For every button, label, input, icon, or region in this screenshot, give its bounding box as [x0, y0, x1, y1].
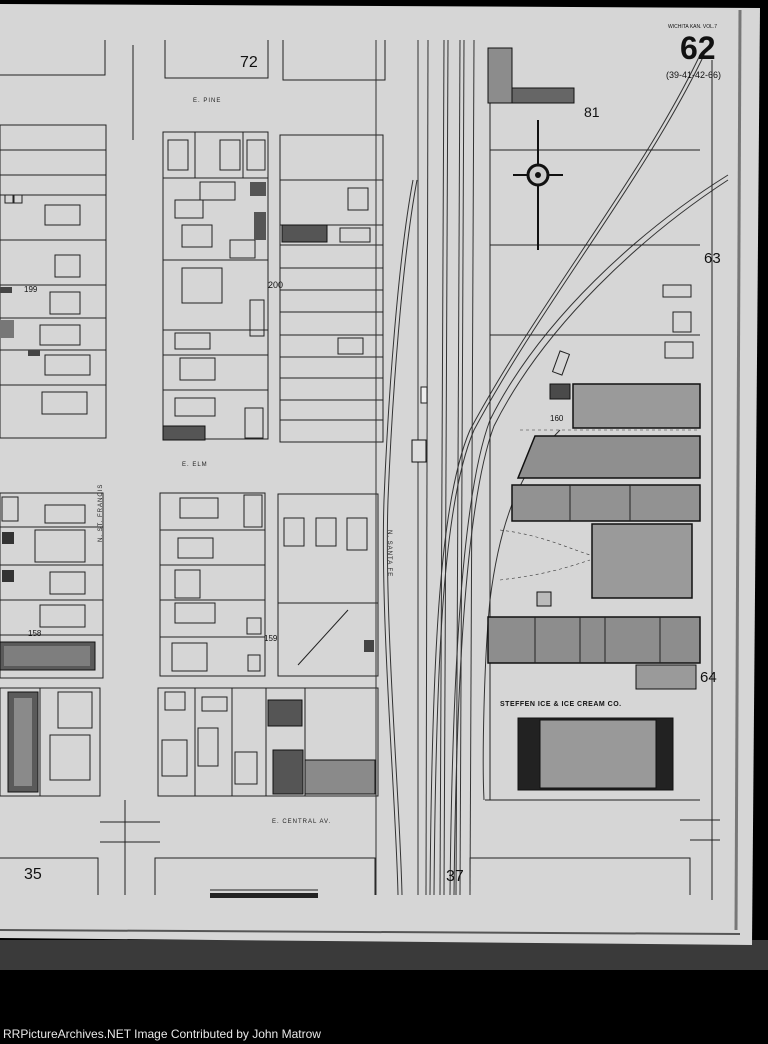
block-number-37: 37 [446, 868, 464, 885]
street-n-santa-fe: N. SANTA FE [386, 530, 392, 578]
street-e-pine: E. PINE [193, 98, 222, 104]
address-200: 200 [268, 280, 284, 290]
block-center-lower [157, 687, 379, 797]
business-label: STEFFEN ICE & ICE CREAM CO. [500, 701, 622, 708]
sheet-ref: (39-41-42-66) [666, 70, 722, 80]
scale-bar [210, 889, 318, 898]
address-159: 159 [264, 634, 278, 643]
street-n-st-francis: N. ST. FRANCIS [98, 483, 104, 542]
block-number-81: 81 [584, 104, 600, 120]
corner-note: WICHITA KAN. VOL.7 [668, 24, 718, 30]
address-160: 160 [550, 414, 564, 423]
address-199: 199 [24, 285, 38, 294]
block-left-lower [0, 687, 101, 797]
block-center-right-middle [277, 493, 379, 677]
block-number-64: 64 [700, 669, 717, 686]
north-arrow-icon [513, 120, 563, 250]
railroad-tracks [375, 39, 729, 896]
east-block [485, 48, 713, 900]
block-number-35: 35 [24, 866, 42, 883]
street-e-central: E. CENTRAL AV. [272, 819, 332, 825]
block-left-middle [0, 492, 104, 679]
image-credit: RRPictureArchives.NET Image Contributed … [3, 1027, 321, 1041]
block-center-middle [159, 492, 266, 677]
map-page [0, 4, 760, 945]
block-left-upper [0, 124, 107, 439]
address-158: 158 [28, 629, 42, 638]
sheet-number: 62 [680, 30, 716, 66]
block-number-63: 63 [704, 250, 721, 267]
block-center-right-upper [279, 134, 384, 443]
block-center-upper [162, 131, 269, 440]
street-e-elm: E. ELM [182, 462, 208, 468]
central-street-marks [100, 45, 720, 895]
block-number-72: 72 [240, 54, 258, 71]
